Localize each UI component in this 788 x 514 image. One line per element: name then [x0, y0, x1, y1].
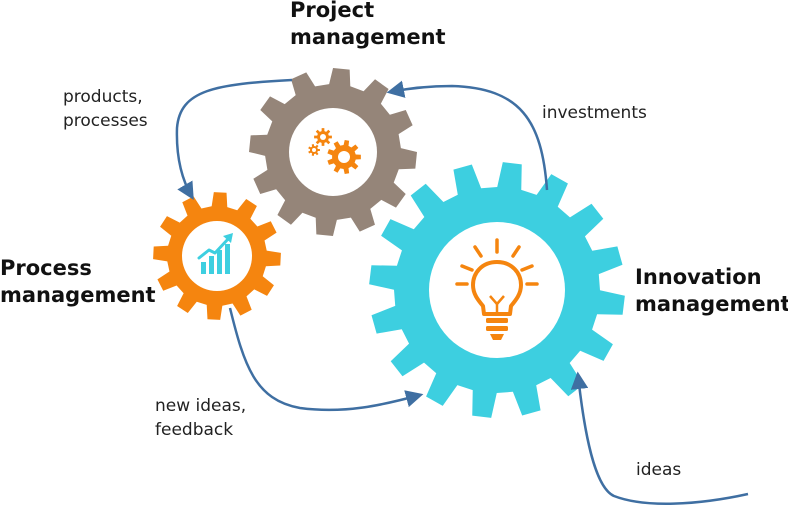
arrow-innovation-to-project [386, 80, 549, 191]
arrow-ideas-to-innovation [570, 371, 749, 505]
innovation-title-line-2: management [635, 292, 788, 316]
investments-label-line-1: investments [542, 103, 647, 123]
ideas-label: ideas [636, 458, 681, 482]
process-title-line-1: Process [0, 256, 92, 280]
products-label-line-1: products, [63, 87, 143, 107]
innovation-title-line-1: Innovation [635, 265, 762, 289]
project-gear [249, 68, 417, 236]
products-processes-label: products, processes [63, 85, 148, 133]
investments-label: investments [542, 101, 647, 125]
lightbulb-icon [455, 238, 539, 340]
project-title-line-2: management [290, 25, 446, 49]
project-management-title: Project management [290, 0, 450, 51]
products-label-line-2: processes [63, 111, 148, 131]
arrow-process-to-innovation [228, 307, 424, 412]
innovation-management-title: Innovation management [635, 264, 788, 318]
ideas-label-line-1: ideas [636, 460, 682, 480]
project-title-line-1: Project [290, 0, 375, 22]
new-ideas-feedback-label: new ideas, feedback [155, 394, 246, 442]
process-management-title: Process management [0, 255, 160, 309]
process-gear [153, 192, 281, 320]
process-title-line-2: management [0, 283, 156, 307]
growth-chart-icon [197, 233, 233, 274]
new-ideas-label-line-1: new ideas, [155, 396, 247, 416]
innovation-gear-hub [429, 222, 565, 358]
new-ideas-label-line-2: feedback [155, 420, 234, 440]
arrow-project-to-process [175, 78, 293, 201]
innovation-gear [369, 162, 625, 418]
small-gears-icon [308, 128, 361, 174]
